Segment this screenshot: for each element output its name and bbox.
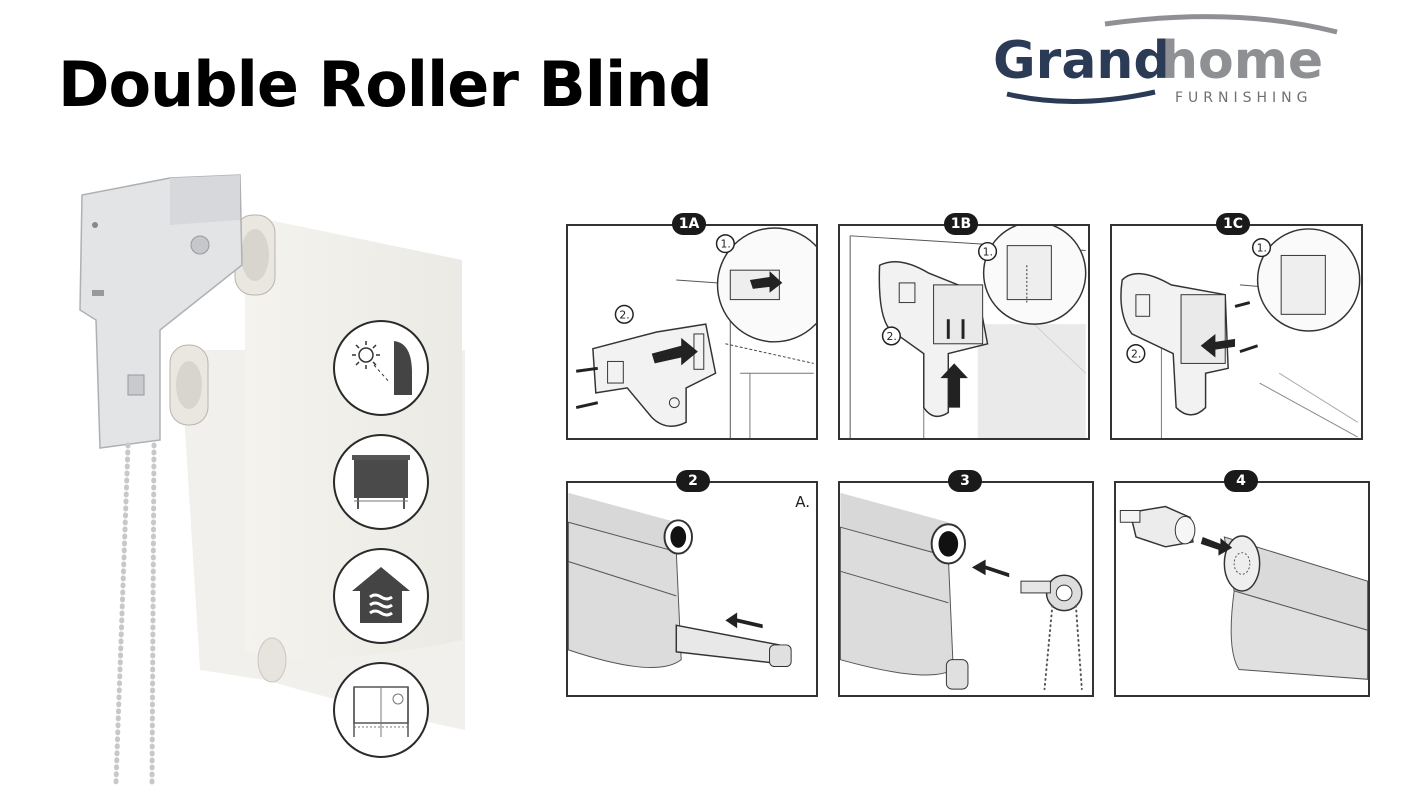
- feature-blackout: [333, 434, 429, 530]
- step-2-corner-label: A.: [795, 493, 810, 511]
- feature-light-control: [333, 320, 429, 416]
- feature-insulation: [333, 548, 429, 644]
- step-1b-callout-2: 2.: [886, 330, 896, 343]
- sun-ray-blocking-icon: [352, 341, 412, 395]
- window-measure-icon: [353, 686, 409, 737]
- logo-word-home: home: [1161, 31, 1323, 91]
- logo-word-grand: Grand: [993, 31, 1171, 91]
- step-4-illustration: [1119, 505, 1368, 680]
- step-1a-callout-1: 1.: [720, 238, 730, 251]
- step-3-panel: [838, 481, 1094, 697]
- step-1a-callout-2: 2.: [619, 308, 629, 321]
- step-1c-panel: 1. 2.: [1110, 224, 1363, 440]
- step-1c-callout-1: 1.: [1257, 242, 1267, 255]
- step-4-panel: [1114, 481, 1370, 697]
- window-blind-icon: [352, 455, 410, 509]
- step-1b-illustration: 1. 2.: [849, 226, 1087, 438]
- step-1b-panel: 1. 2.: [838, 224, 1090, 440]
- step-1c-badge: 1C: [1216, 213, 1250, 235]
- step-1a-panel: 1. 2.: [566, 224, 818, 440]
- step-1b-badge: 1B: [944, 213, 978, 235]
- step-2-badge: 2: [676, 470, 710, 492]
- step-1a-illustration: 1. 2.: [575, 227, 816, 438]
- page-title: Double Roller Blind: [58, 48, 713, 121]
- feature-fitting: [333, 662, 429, 758]
- step-4-badge: 4: [1224, 470, 1258, 492]
- step-2-illustration: [568, 492, 792, 668]
- step-3-illustration: [840, 492, 1083, 691]
- step-1a-badge: 1A: [672, 213, 706, 235]
- step-1c-callout-2: 2.: [1131, 348, 1141, 361]
- step-1c-illustration: 1. 2.: [1120, 228, 1361, 438]
- step-1b-callout-1: 1.: [983, 245, 993, 258]
- logo-subtitle: FURNISHING: [1175, 90, 1313, 106]
- step-2-panel: A.: [566, 481, 818, 697]
- step-3-badge: 3: [948, 470, 982, 492]
- brand-logo: Grand home FURNISHING: [993, 14, 1338, 106]
- home-insulation-icon: [352, 567, 410, 623]
